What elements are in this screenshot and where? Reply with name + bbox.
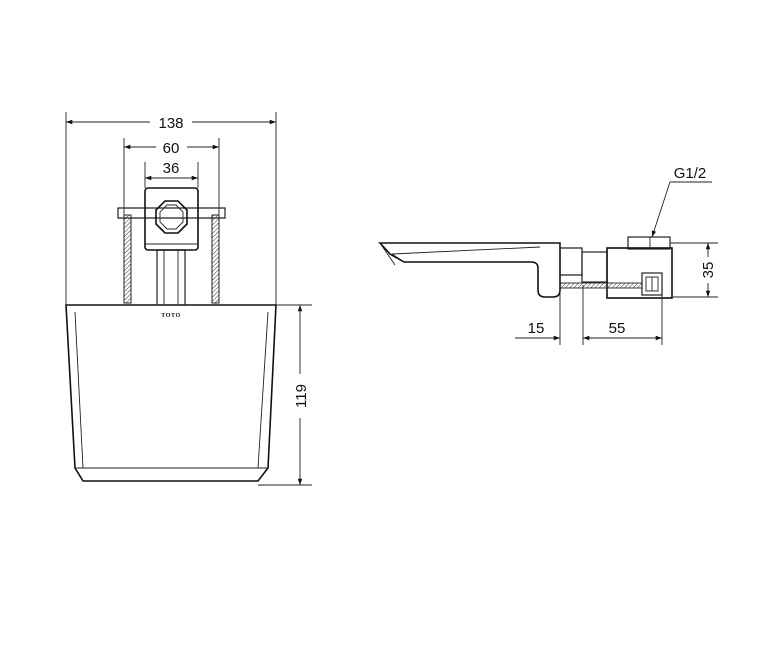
dim-36-label: 36 <box>163 160 180 177</box>
right-bracket <box>211 214 220 304</box>
side-view: G1/2 35 15 55 <box>378 165 718 345</box>
brand-logo: TOTO <box>161 313 181 319</box>
dim-15-label: 15 <box>528 320 545 337</box>
valve-housing <box>560 247 583 276</box>
front-view: TOTO 138 60 <box>65 112 312 486</box>
dim-height: 35 <box>670 242 718 298</box>
valve-stem <box>156 249 186 306</box>
side-nut <box>641 272 663 296</box>
dim-119-label: 119 <box>293 384 310 408</box>
dim-nut-width: 36 <box>144 160 199 188</box>
dim-55-label: 55 <box>609 320 626 337</box>
left-bracket <box>123 214 132 304</box>
spout <box>378 242 561 298</box>
mounting-bar <box>117 207 226 219</box>
octagon-nut <box>155 200 188 234</box>
valve-body <box>144 187 199 251</box>
dim-offsets: 15 55 <box>515 285 663 345</box>
dim-60-label: 60 <box>163 140 180 157</box>
dim-138-label: 138 <box>158 115 183 132</box>
threaded-rod <box>559 282 643 289</box>
dim-overall-width: 138 <box>65 112 277 305</box>
dim-body-height: 119 <box>258 304 312 486</box>
dim-g12-label: G1/2 <box>674 165 707 182</box>
cover-plate <box>65 304 277 482</box>
dim-35-label: 35 <box>700 262 717 279</box>
cover-plate-inner-edge <box>74 311 269 469</box>
rear-box <box>606 247 673 299</box>
dim-thread: G1/2 <box>651 165 712 238</box>
dim-bracket-span: 60 <box>123 138 220 215</box>
